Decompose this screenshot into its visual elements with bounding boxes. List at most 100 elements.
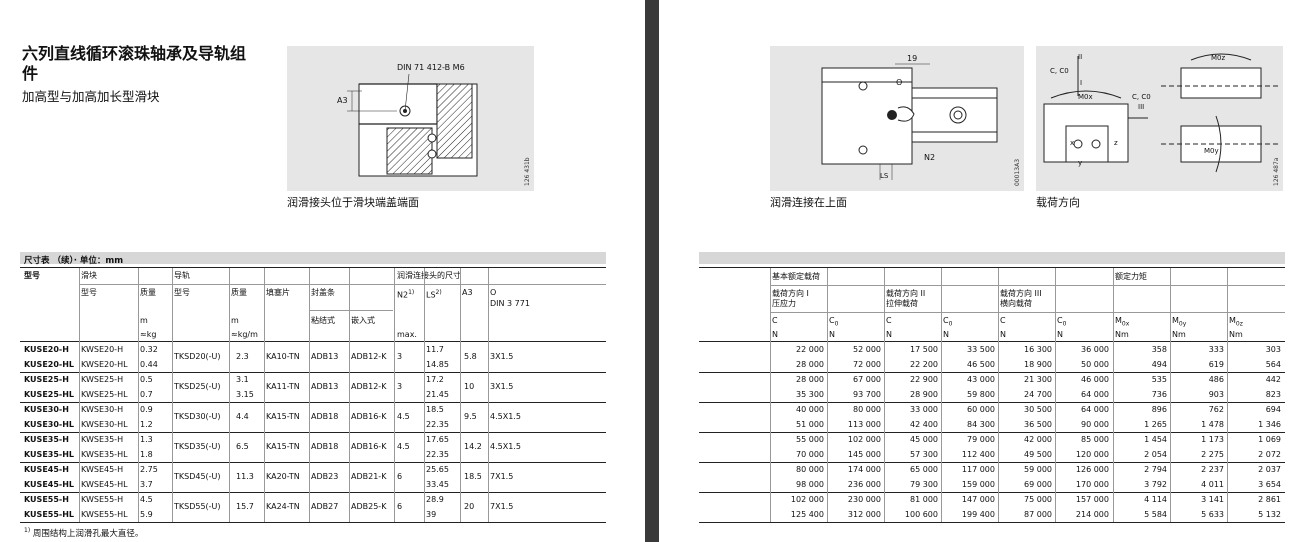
table-cell: 1 265 bbox=[1144, 420, 1167, 429]
table-cell: 117 000 bbox=[961, 465, 995, 474]
group-rail: TKSD35(-U) bbox=[174, 442, 221, 451]
a3-label: A3 bbox=[337, 96, 348, 105]
group-filler: KA11-TN bbox=[266, 382, 300, 391]
table-cell: 2 237 bbox=[1201, 465, 1224, 474]
table-row-type: KUSE25-H bbox=[24, 375, 69, 384]
table-row-block: KWSE20-H bbox=[81, 345, 124, 354]
table-cell: 64 000 bbox=[1081, 405, 1109, 414]
page-title: 六列直线循环滚珠轴承及导轨组件 bbox=[22, 44, 247, 83]
group-n2: 4.5 bbox=[397, 442, 410, 451]
table-row-rail-mass: 3.15 bbox=[236, 390, 254, 399]
col-block: 滑块 bbox=[81, 271, 97, 280]
table-cell: 5 584 bbox=[1144, 510, 1167, 519]
table-cell: 694 bbox=[1265, 405, 1281, 414]
row-divider bbox=[699, 492, 1285, 493]
load-direction-drawing: II C, C0 I M0x C, C0 III M0z M0y x y z 1… bbox=[1036, 46, 1283, 191]
table-row-ls: 18.5 bbox=[426, 405, 444, 414]
group-divider bbox=[20, 372, 606, 373]
unit-kg: ≈kg bbox=[140, 330, 157, 339]
table-row-type: KUSE55-H bbox=[24, 495, 69, 504]
group-seal-glued: ADB18 bbox=[311, 412, 339, 421]
dim-19: 19 bbox=[907, 54, 918, 63]
table-cell: 57 300 bbox=[910, 450, 938, 459]
table-cell: 17 500 bbox=[910, 345, 938, 354]
table-cell: 42 000 bbox=[1024, 435, 1052, 444]
table-cell: 55 000 bbox=[796, 435, 824, 444]
group-seal-insert: ADB25-K bbox=[351, 502, 387, 511]
col-dir1-sub: 压应力 bbox=[772, 299, 796, 308]
table-cell: 2 794 bbox=[1144, 465, 1167, 474]
table-cell: 486 bbox=[1208, 375, 1224, 384]
table-cell: 98 000 bbox=[796, 480, 824, 489]
column-divider bbox=[172, 268, 173, 522]
table-cell: 28 000 bbox=[796, 375, 824, 384]
column-divider bbox=[1113, 268, 1114, 522]
col-seal-insert: 嵌入式 bbox=[351, 316, 375, 325]
group-seal-glued: ADB18 bbox=[311, 442, 339, 451]
table-cell: 79 000 bbox=[967, 435, 995, 444]
table-cell: 102 000 bbox=[790, 495, 824, 504]
group-a3: 14.2 bbox=[464, 442, 482, 451]
table-cell: 170 000 bbox=[1075, 480, 1109, 489]
group-rail: TKSD55(-U) bbox=[174, 502, 221, 511]
table-row-type: KUSE35-H bbox=[24, 435, 69, 444]
table-row-mass: 1.2 bbox=[140, 420, 153, 429]
table-cell: 35 300 bbox=[796, 390, 824, 399]
table-cell: 236 000 bbox=[847, 480, 881, 489]
top-lube-drawing: 19 O N2 LS 00013A3 bbox=[770, 46, 1024, 191]
moment-moz: M0z bbox=[1211, 54, 1226, 62]
figure3-code: 126 487a bbox=[1273, 157, 1280, 187]
table-row-mass: 3.7 bbox=[140, 480, 153, 489]
table-cell: 564 bbox=[1265, 360, 1281, 369]
page-subtitle: 加高型与加高加长型滑块 bbox=[22, 89, 160, 104]
table-cell: 59 800 bbox=[967, 390, 995, 399]
group-a3: 18.5 bbox=[464, 472, 482, 481]
group-divider bbox=[20, 492, 606, 493]
group-n2: 3 bbox=[397, 382, 403, 391]
table-row-block: KWSE35-HL bbox=[81, 450, 128, 459]
table-cell: 4 114 bbox=[1144, 495, 1167, 504]
table-row-ls: 21.45 bbox=[426, 390, 449, 399]
moment-moy: M0y bbox=[1204, 147, 1219, 155]
table-row-mass: 0.5 bbox=[140, 375, 153, 384]
subheader-symbol: C bbox=[772, 316, 778, 325]
col-lube: 润滑连接头的尺寸 bbox=[397, 271, 461, 280]
column-divider bbox=[394, 268, 395, 522]
load-cc2: C, C0 bbox=[1132, 93, 1151, 101]
table-cell: 1 069 bbox=[1258, 435, 1281, 444]
table-row-mass: 0.7 bbox=[140, 390, 153, 399]
table-cell: 147 000 bbox=[961, 495, 995, 504]
table-cell: 494 bbox=[1151, 360, 1167, 369]
table-cell: 126 000 bbox=[1075, 465, 1109, 474]
group-divider bbox=[20, 462, 606, 463]
group-filler: KA20-TN bbox=[266, 472, 300, 481]
group-seal-insert: ADB16-K bbox=[351, 442, 387, 451]
group-rail-mass: 6.5 bbox=[236, 442, 249, 451]
table-row-ls: 22.35 bbox=[426, 420, 449, 429]
table-cell: 102 000 bbox=[847, 435, 881, 444]
unit-kgm: ≈kg/m bbox=[231, 330, 258, 339]
col-rail-mass: 质量 bbox=[231, 288, 247, 297]
column-divider bbox=[941, 268, 942, 522]
group-rail: TKSD20(-U) bbox=[174, 352, 221, 361]
unit-m: m bbox=[140, 316, 148, 325]
table-cell: 65 000 bbox=[910, 465, 938, 474]
din-label: DIN 71 412-B M6 bbox=[397, 63, 465, 72]
table-cell: 903 bbox=[1208, 390, 1224, 399]
dim-n2: N2 bbox=[924, 153, 936, 162]
table-row-ls: 33.45 bbox=[426, 480, 449, 489]
table-cell: 100 600 bbox=[904, 510, 938, 519]
col-o: O bbox=[490, 288, 497, 297]
group-seal-insert: ADB12-K bbox=[351, 352, 387, 361]
table-cell: 5 132 bbox=[1258, 510, 1281, 519]
table-cell: 2 861 bbox=[1258, 495, 1281, 504]
table-cell: 60 000 bbox=[967, 405, 995, 414]
load-cc1: C, C0 bbox=[1050, 67, 1069, 75]
column-divider bbox=[424, 268, 425, 522]
table-row-block: KWSE20-HL bbox=[81, 360, 128, 369]
group-filler: KA15-TN bbox=[266, 442, 300, 451]
row-divider bbox=[699, 402, 1285, 403]
column-divider bbox=[827, 268, 828, 522]
axis-x: x bbox=[1070, 139, 1075, 147]
table-cell: 24 700 bbox=[1024, 390, 1052, 399]
